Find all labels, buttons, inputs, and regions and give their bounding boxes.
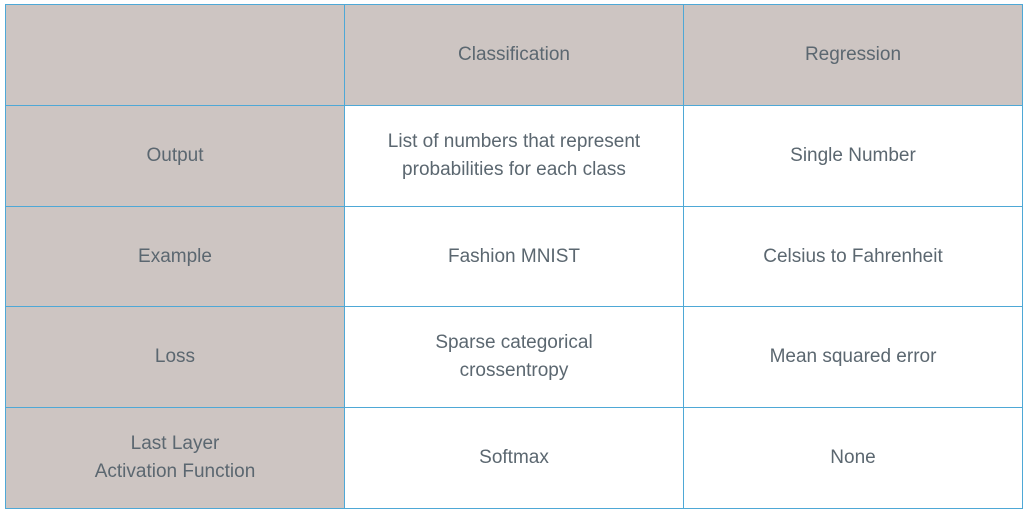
row-label-example: Example bbox=[5, 206, 345, 307]
cell-example-regression: Celsius to Fahrenheit bbox=[683, 206, 1023, 307]
cell-loss-classification: Sparse categorical crossentropy bbox=[344, 306, 684, 408]
cell-example-classification: Fashion MNIST bbox=[344, 206, 684, 307]
cell-loss-regression: Mean squared error bbox=[683, 306, 1023, 408]
comparison-table: Classification Regression Output List of… bbox=[5, 4, 1023, 509]
cell-output-regression: Single Number bbox=[683, 105, 1023, 207]
cell-line: Celsius to Fahrenheit bbox=[763, 245, 943, 267]
cell-activation-classification: Softmax bbox=[344, 407, 684, 509]
table-row-loss: Loss Sparse categorical crossentropy Mea… bbox=[5, 306, 1023, 408]
cell-line: Mean squared error bbox=[769, 346, 937, 367]
header-cell-empty bbox=[5, 4, 345, 106]
header-cell-regression: Regression bbox=[683, 4, 1023, 106]
cell-line: List of numbers that represent bbox=[387, 131, 641, 152]
table-row-output: Output List of numbers that represent pr… bbox=[5, 105, 1023, 207]
row-label-loss: Loss bbox=[5, 306, 345, 408]
header-cell-classification: Classification bbox=[344, 4, 684, 106]
cell-line: Softmax bbox=[479, 447, 549, 468]
table-row-example: Example Fashion MNIST Celsius to Fahrenh… bbox=[5, 206, 1023, 307]
cell-line: Single Number bbox=[790, 145, 916, 166]
row-label-line: Activation Function bbox=[94, 461, 256, 482]
row-label-activation: Last Layer Activation Function bbox=[5, 407, 345, 509]
row-label-line: Last Layer bbox=[130, 433, 220, 454]
table-row-activation: Last Layer Activation Function Softmax N… bbox=[5, 407, 1023, 509]
cell-line: None bbox=[830, 447, 876, 468]
cell-line: Fashion MNIST bbox=[448, 245, 580, 267]
row-label-line: Example bbox=[138, 245, 212, 267]
comparison-table-container: Classification Regression Output List of… bbox=[5, 4, 1023, 509]
row-label-line: Output bbox=[146, 145, 204, 166]
cell-activation-regression: None bbox=[683, 407, 1023, 509]
cell-line: Sparse categorical bbox=[435, 332, 593, 353]
cell-line: probabilities for each class bbox=[402, 159, 626, 180]
cell-line: crossentropy bbox=[459, 360, 569, 381]
header-row: Classification Regression bbox=[5, 4, 1023, 106]
row-label-line: Loss bbox=[154, 346, 196, 367]
row-label-output: Output bbox=[5, 105, 345, 207]
cell-output-classification: List of numbers that represent probabili… bbox=[344, 105, 684, 207]
